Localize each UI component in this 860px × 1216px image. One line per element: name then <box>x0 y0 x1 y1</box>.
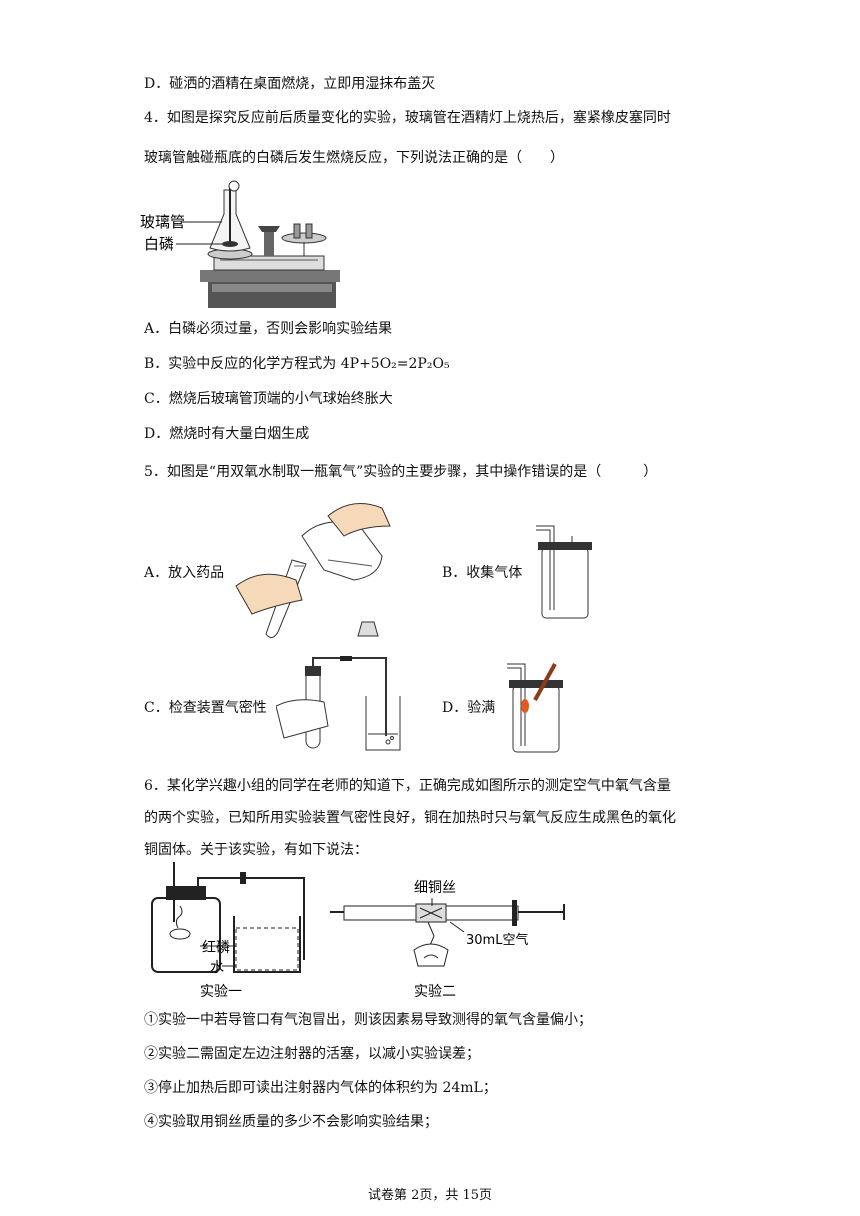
q3-option-d: D．碰洒的酒精在桌面燃烧，立即用湿抹布盖灭 <box>144 76 436 92</box>
q6-experiment-figure: 红磷 水 实验一 细铜丝 30mL空气 实验二 <box>151 862 565 1000</box>
q4-stem-line1: 4．如图是探究反应前后质量变化的实验，玻璃管在酒精灯上烧热后，塞紧橡皮塞同时 <box>144 110 671 126</box>
q6-label-red-phosphorus: 红磷 <box>202 940 230 956</box>
q5-figure-d <box>507 663 563 753</box>
q5-option-c: C．检查装置气密性 <box>144 700 267 716</box>
q6-stem-line1: 6．某化学兴趣小组的同学在老师的知道下，正确完成如图所示的测定空气中氧气含量 <box>144 778 671 794</box>
q6-statement-4: ④实验取用铜丝质量的多少不会影响实验结果； <box>144 1114 438 1130</box>
q5-figure-a <box>235 503 391 638</box>
q5-option-a: A．放入药品 <box>144 565 225 581</box>
page-footer: 试卷第 2页，共 15页 <box>367 1188 493 1203</box>
q6-label-exp2: 实验二 <box>414 984 456 1000</box>
q5-figure-c <box>276 656 401 751</box>
q6-label-air-volume: 30mL空气 <box>466 932 528 948</box>
q4-stem-line2: 玻璃管触碰瓶底的白磷后发生燃烧反应，下列说法正确的是（ ） <box>144 150 564 166</box>
q4-option-a: A．白磷必须过量，否则会影响实验结果 <box>144 321 393 337</box>
q4-label-phosphorus: 白磷 <box>144 235 174 253</box>
q6-label-copper-wire: 细铜丝 <box>414 880 456 896</box>
q4-option-b: B．实验中反应的化学方程式为 4P+5O₂=2P₂O₅ <box>144 356 450 372</box>
q6-label-water: 水 <box>210 960 224 976</box>
q4-label-tube: 玻璃管 <box>140 213 185 231</box>
q6-statement-3: ③停止加热后即可读出注射器内气体的体积约为 24mL； <box>144 1080 497 1096</box>
q4-balance-figure: 玻璃管 白磷 <box>140 180 340 308</box>
q5-option-b: B．收集气体 <box>442 565 523 581</box>
q6-statement-2: ②实验二需固定左边注射器的活塞，以减小实验误差； <box>144 1046 480 1062</box>
q6-statement-1: ①实验一中若导管口有气泡冒出，则该因素易导致测得的氧气含量偏小； <box>144 1012 592 1028</box>
q5-stem: 5．如图是“用双氧水制取一瓶氧气”实验的主要步骤，其中操作错误的是（ ） <box>144 464 658 480</box>
q5-figure-b <box>536 525 592 619</box>
q6-label-exp1: 实验一 <box>200 984 242 1000</box>
q6-stem-line2: 的两个实验，已知所用实验装置气密性良好，铜在加热时只与氧气反应生成黑色的氧化 <box>144 810 676 826</box>
q6-stem-line3: 铜固体。关于该实验，有如下说法： <box>144 842 368 858</box>
q4-option-c: C．燃烧后玻璃管顶端的小气球始终胀大 <box>144 391 393 407</box>
q5-option-d: D．验满 <box>442 700 496 716</box>
q4-option-d: D．燃烧时有大量白烟生成 <box>144 426 310 442</box>
